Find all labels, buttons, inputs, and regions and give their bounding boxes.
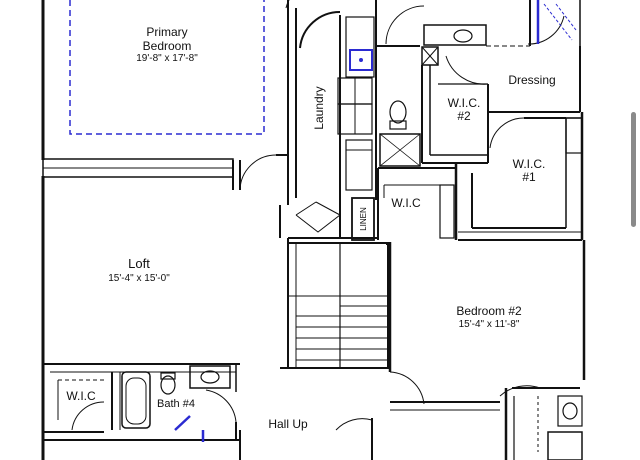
laundry-cabinets xyxy=(337,16,375,191)
linen-closet xyxy=(295,197,375,241)
bedroom2-label: Bedroom #2 xyxy=(456,304,522,318)
primary-bedroom-dims: 19'-8" x 17'-8" xyxy=(136,53,198,64)
staircase xyxy=(287,237,389,369)
wic2-label-1: W.I.C. xyxy=(448,96,481,110)
bedroom2-dims: 15'-4" x 11'-8" xyxy=(459,319,520,330)
bedroom2-walls xyxy=(499,240,586,460)
wic1-label-2: #1 xyxy=(522,170,536,184)
loft-hall-walls xyxy=(239,205,500,460)
primary-bedroom-label-2: Bedroom xyxy=(143,39,192,53)
laundry-walls xyxy=(287,0,377,238)
wic1-walls xyxy=(471,112,584,240)
laundry-label: Laundry xyxy=(312,86,326,129)
wic1-label-1: W.I.C. xyxy=(513,157,546,171)
loft-dims: 15'-4" x 15'-0" xyxy=(108,273,170,284)
linen-label: LINEN xyxy=(359,207,368,231)
hall-up-label: Hall Up xyxy=(268,417,308,431)
scrollbar-thumb[interactable] xyxy=(631,112,636,227)
loft-top-wall xyxy=(42,154,288,191)
primary-bedroom-label-1: Primary xyxy=(146,25,187,39)
dressing-walls xyxy=(488,0,581,113)
door-swing xyxy=(285,0,290,9)
dressing-label: Dressing xyxy=(508,73,555,87)
center-wic-label: W.I.C xyxy=(391,196,421,210)
primary-bedroom-outline xyxy=(69,0,265,135)
bath4-label: Bath #4 xyxy=(157,398,195,410)
loft-label: Loft xyxy=(128,256,150,271)
bottom-wic-label: W.I.C xyxy=(66,389,96,403)
wic2-label-2: #2 xyxy=(457,109,471,123)
vanity xyxy=(423,24,530,47)
center-wic-walls xyxy=(377,163,582,241)
central-bath xyxy=(375,0,425,167)
bath4-walls xyxy=(43,363,240,442)
